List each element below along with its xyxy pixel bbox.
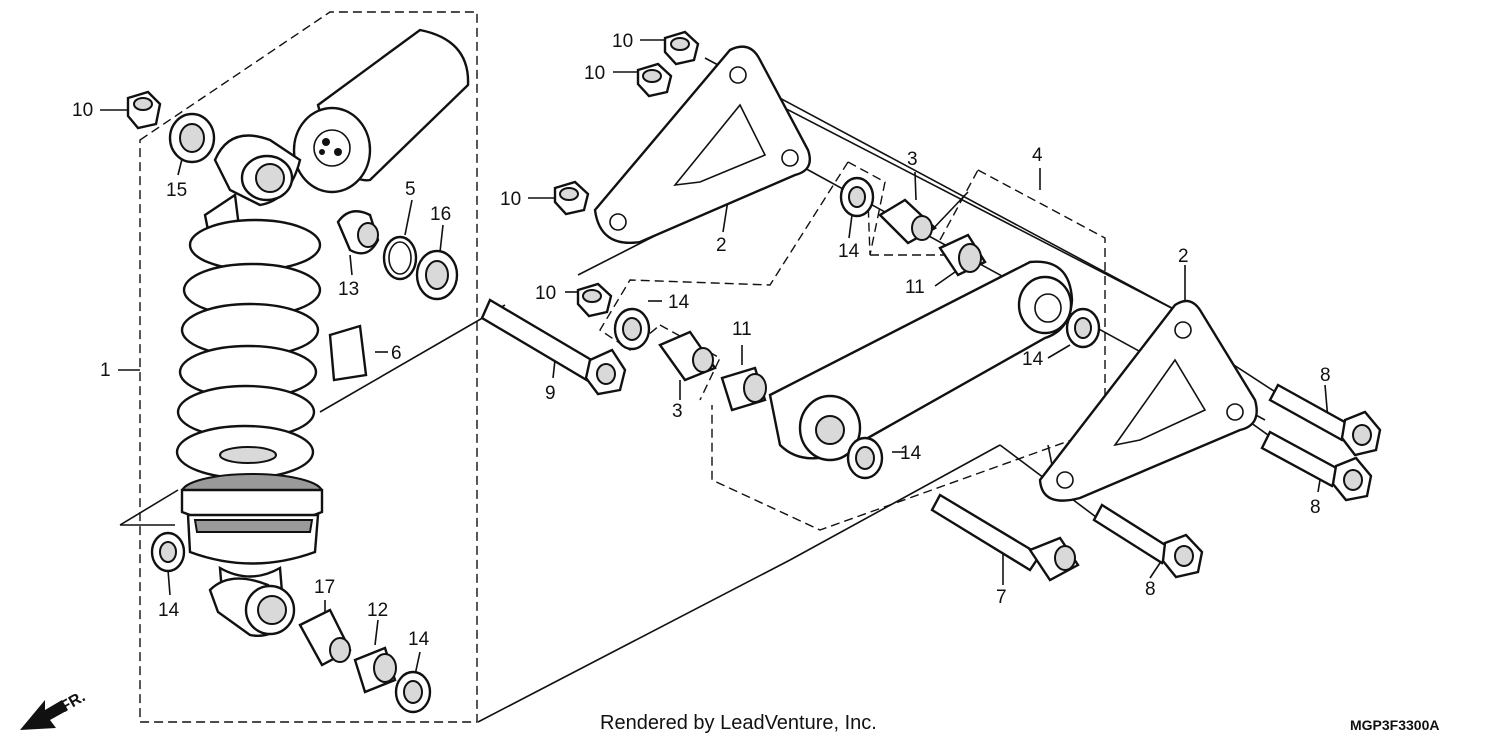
callout-2: 2 (1178, 246, 1189, 267)
bolt-9 (480, 298, 627, 396)
seal-14b (394, 670, 432, 714)
collar-17 (298, 608, 352, 667)
bushing-13 (336, 210, 380, 255)
callout-13: 13 (338, 279, 360, 300)
callout-14: 14 (408, 629, 430, 650)
plate-2b (1038, 299, 1258, 502)
bolt-8b (1260, 430, 1373, 502)
collar-3b (878, 198, 938, 245)
callout-10: 10 (584, 63, 606, 84)
seal-14d (839, 176, 875, 218)
seal-14f (846, 436, 884, 480)
nut-10d (553, 180, 590, 216)
callout-12: 12 (367, 600, 389, 621)
callout-14: 14 (1022, 349, 1044, 370)
callout-4: 4 (1032, 145, 1043, 166)
shock-assembly-frame (139, 11, 478, 723)
callout-8: 8 (1320, 365, 1331, 386)
callout-15: 15 (166, 180, 188, 201)
callout-11: 11 (905, 277, 925, 298)
link-arm-4 (768, 260, 1074, 462)
callout-5: 5 (405, 179, 416, 200)
callout-10: 10 (535, 283, 557, 304)
nut-10e (576, 282, 613, 318)
bolt-8c (1092, 503, 1204, 579)
front-direction-arrow (20, 700, 68, 730)
render-credit: Rendered by LeadVenture, Inc. (600, 712, 877, 734)
callout-6: 6 (391, 343, 402, 364)
callout-14: 14 (838, 241, 860, 262)
ring-5 (382, 235, 418, 281)
bolt-7 (930, 493, 1080, 582)
callout-1: 1 (100, 360, 111, 381)
shock-absorber (175, 28, 470, 637)
callout-11: 11 (732, 319, 752, 340)
callout-3: 3 (907, 149, 918, 170)
bearing-11b (938, 233, 987, 277)
callout-10: 10 (612, 31, 634, 52)
plate-2a (593, 45, 812, 244)
callout-2: 2 (716, 235, 727, 256)
seal-14e (1065, 307, 1101, 349)
nut-10b (663, 30, 700, 66)
bushing-15 (168, 112, 216, 164)
callout-9: 9 (545, 383, 556, 404)
label-6 (328, 324, 368, 382)
nut-10a (126, 90, 162, 130)
callout-17: 17 (314, 577, 336, 598)
callout-3: 3 (672, 401, 683, 422)
seal-14a (150, 531, 186, 573)
nut-10c (636, 62, 673, 98)
callout-16: 16 (430, 204, 452, 225)
bolt-8a (1268, 383, 1382, 457)
callout-7: 7 (996, 587, 1007, 608)
diagram-code: MGP3F3300A (1350, 717, 1440, 733)
callout-14: 14 (158, 600, 180, 621)
callout-14: 14 (900, 443, 922, 464)
bearing-16 (415, 249, 459, 301)
bearing-11a (720, 366, 767, 412)
callout-8: 8 (1310, 497, 1321, 518)
collar-3a (658, 330, 717, 382)
bearing-12 (353, 646, 397, 694)
callout-14: 14 (668, 292, 690, 313)
callout-10: 10 (72, 100, 94, 121)
callout-8: 8 (1145, 579, 1156, 600)
callout-10: 10 (500, 189, 522, 210)
seal-14c (613, 307, 651, 351)
